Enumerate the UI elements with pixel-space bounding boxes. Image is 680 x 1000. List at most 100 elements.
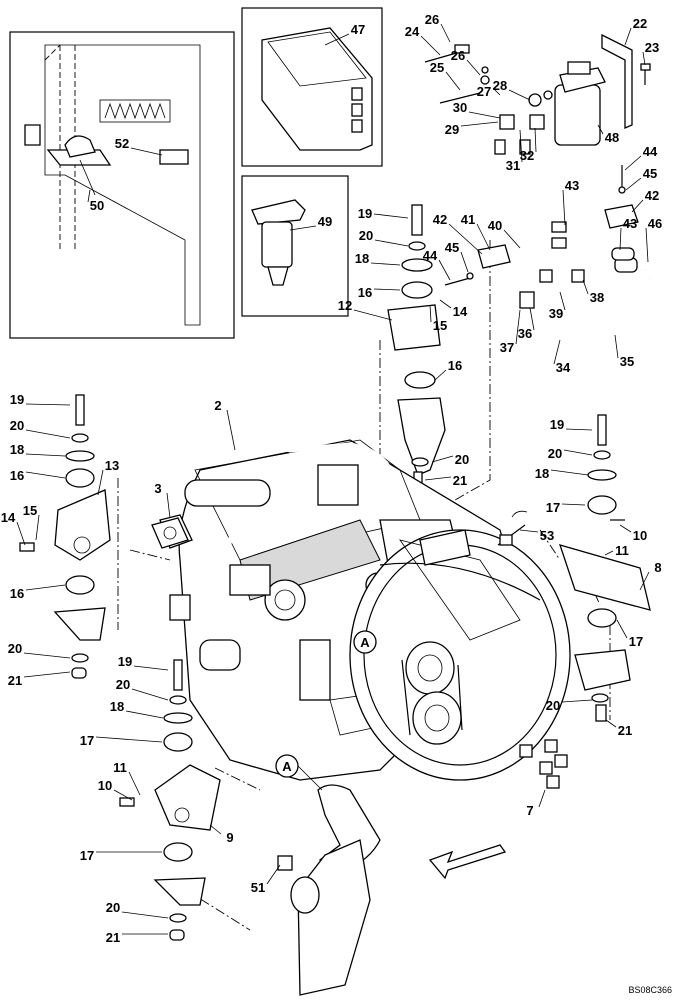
callout-14: 14 [1, 510, 16, 525]
leader-line [166, 492, 171, 519]
callout-37: 37 [500, 340, 514, 355]
leader-line [226, 409, 236, 451]
leader-line [125, 710, 164, 719]
leader-line [460, 121, 499, 127]
leader-line [23, 671, 71, 678]
flywheel-housing [349, 529, 571, 789]
view-marker-lower: A [275, 754, 299, 778]
callout-42: 42 [645, 188, 659, 203]
callout-40: 40 [488, 218, 502, 233]
leader-line [25, 453, 66, 457]
leader-line [616, 619, 628, 639]
leader-line [529, 307, 535, 331]
leader-line [448, 223, 483, 255]
callout-26: 26 [425, 12, 439, 27]
leader-line [550, 469, 589, 476]
callout-12: 12 [338, 298, 352, 313]
leader-line [113, 789, 133, 801]
callout-16: 16 [10, 586, 24, 601]
leader-line [131, 688, 169, 701]
leader-line [439, 299, 452, 309]
leader-line [424, 476, 452, 481]
callout-20: 20 [8, 641, 22, 656]
leader-line [16, 521, 26, 546]
leader-line [25, 584, 66, 591]
direction-arrow [428, 844, 507, 880]
callout-44: 44 [423, 248, 438, 263]
callout-2: 2 [214, 398, 221, 413]
water-separator [424, 33, 651, 146]
callout-20: 20 [546, 698, 560, 713]
callout-27: 27 [477, 84, 491, 99]
leader-line [631, 199, 644, 213]
leader-line [605, 719, 617, 728]
callout-19: 19 [10, 392, 24, 407]
leader-line [515, 309, 521, 345]
callout-20: 20 [548, 446, 562, 461]
callout-18: 18 [535, 466, 549, 481]
callout-42: 42 [433, 212, 447, 227]
callout-38: 38 [590, 290, 604, 305]
leader-line [624, 155, 642, 171]
leader-line [25, 471, 66, 479]
callout-16: 16 [448, 358, 462, 373]
callout-13: 13 [105, 458, 119, 473]
leader-line [645, 227, 649, 263]
callout-10: 10 [98, 778, 112, 793]
sensor [497, 510, 528, 546]
callout-3: 3 [154, 481, 161, 496]
callout-41: 41 [461, 212, 475, 227]
callout-16: 16 [10, 468, 24, 483]
callout-17: 17 [546, 500, 560, 515]
callout-53: 53 [540, 528, 554, 543]
callout-18: 18 [110, 699, 124, 714]
callout-31: 31 [506, 158, 520, 173]
callout-35: 35 [620, 354, 634, 369]
callout-36: 36 [518, 326, 532, 341]
callout-20: 20 [106, 900, 120, 915]
leader-line [624, 27, 632, 46]
leader-line [431, 455, 454, 463]
callout-45: 45 [643, 166, 657, 181]
leader-line [87, 189, 91, 203]
leader-line [438, 259, 451, 281]
leader-line [614, 334, 619, 359]
inset-box-fuel-filter [241, 175, 349, 317]
callout-44: 44 [643, 144, 658, 159]
callout-47: 47 [351, 22, 365, 37]
mount-stack-left [19, 394, 111, 679]
callout-21: 21 [618, 723, 632, 738]
leader-line [639, 571, 650, 591]
leader-line [429, 304, 432, 323]
leader-line [619, 227, 622, 251]
callout-9: 9 [226, 830, 233, 845]
callout-20: 20 [116, 677, 130, 692]
leader-line [353, 309, 393, 321]
leader-line [35, 514, 40, 541]
leader-line [130, 147, 163, 156]
leader-line [460, 251, 469, 273]
callout-17: 17 [629, 634, 643, 649]
callout-25: 25 [430, 60, 444, 75]
callout-21: 21 [8, 673, 22, 688]
leader-line [503, 229, 521, 249]
leader-line [95, 736, 163, 743]
leader-line [25, 403, 71, 406]
leader-line [266, 864, 281, 885]
callout-48: 48 [605, 130, 619, 145]
callout-15: 15 [433, 318, 447, 333]
callout-19: 19 [118, 654, 132, 669]
callout-32: 32 [520, 148, 534, 163]
clamp-brackets [444, 165, 639, 286]
callout-19: 19 [358, 206, 372, 221]
leader-line [563, 449, 593, 456]
callout-16: 16 [358, 285, 372, 300]
leader-line [625, 177, 642, 191]
inset-box-controller [241, 7, 383, 167]
leader-line [370, 262, 401, 266]
leader-line [468, 111, 501, 119]
callout-34: 34 [556, 360, 571, 375]
leader-line [561, 503, 586, 506]
leader-line [373, 288, 401, 291]
